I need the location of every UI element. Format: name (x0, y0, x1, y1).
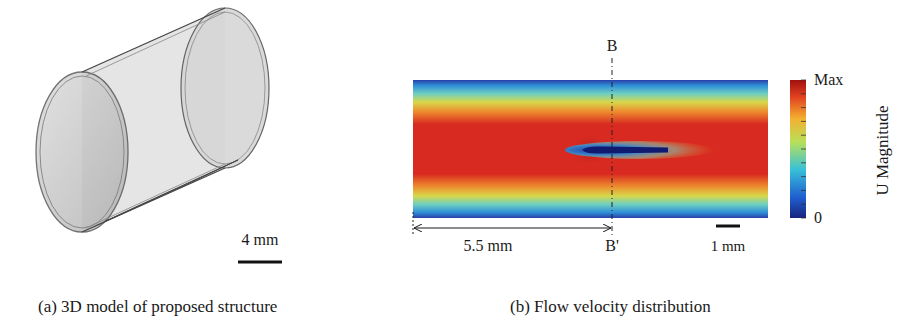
panel-caption: (b) Flow velocity distribution (510, 298, 711, 315)
color-bar-tick (801, 190, 806, 191)
panel-caption: (a) 3D model of proposed structure (38, 298, 277, 315)
colorbar-title: U Magnitude (874, 105, 891, 195)
flow-field (413, 80, 768, 218)
section-label: B' (605, 238, 619, 254)
color-bar (790, 80, 806, 218)
color-bar-tick (801, 93, 806, 94)
scale-label: 4 mm (242, 232, 279, 248)
section-label: B (607, 38, 618, 54)
color-bar-tick (801, 135, 806, 136)
section-line (612, 58, 613, 235)
dimension-tick (413, 212, 414, 236)
colorbar-min: 0 (814, 210, 822, 226)
colorbar-max: Max (814, 72, 843, 88)
color-bar-tick (801, 121, 806, 122)
scale-bar (238, 261, 282, 264)
color-bar-tick (801, 204, 806, 205)
color-bar-tick (801, 218, 806, 219)
color-bar-tick (801, 107, 806, 108)
color-bar-tick (801, 80, 806, 81)
color-bar-tick (801, 149, 806, 150)
dimension-label: 5.5 mm (464, 238, 513, 254)
scale-bar (716, 225, 740, 228)
cylinder-model (36, 8, 269, 232)
dimension-arrow (414, 228, 611, 229)
color-bar-tick (801, 176, 806, 177)
scale-label: 1 mm (711, 239, 746, 254)
color-bar-tick (801, 162, 806, 163)
